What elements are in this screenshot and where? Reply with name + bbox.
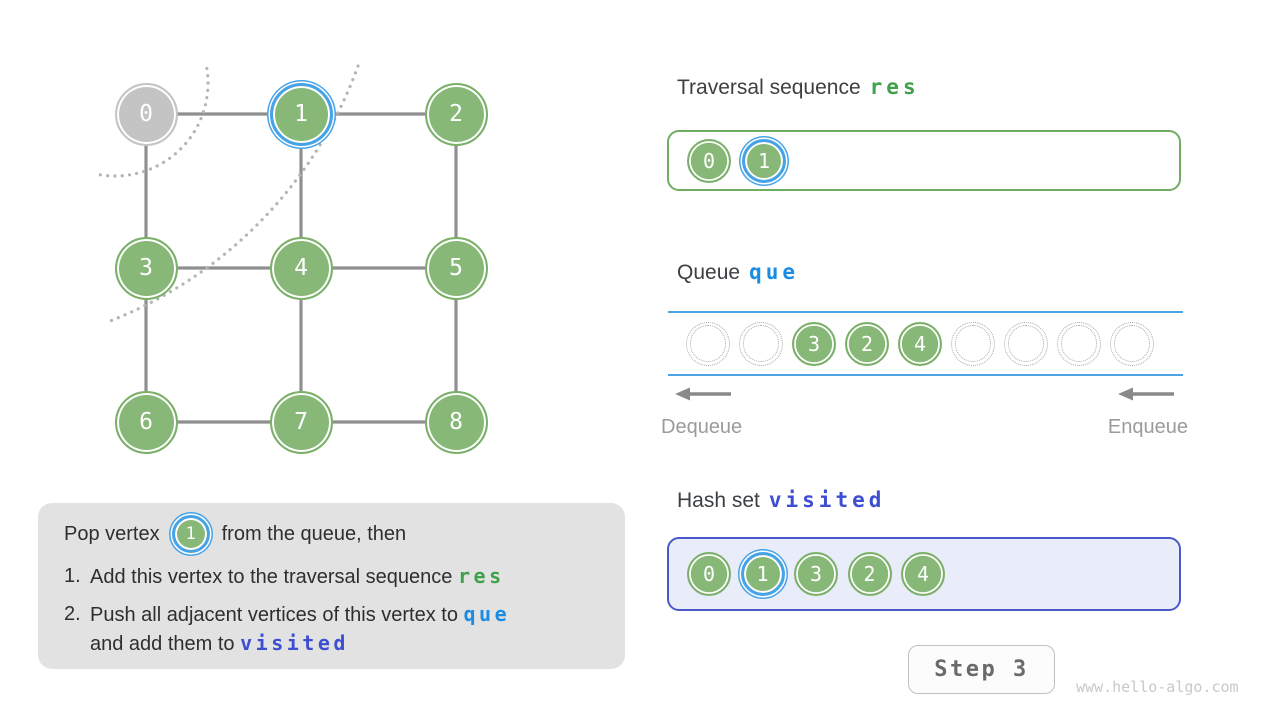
vertex-circle-0: 0: [687, 138, 731, 183]
graph-vertex-2: 2: [424, 82, 488, 146]
explanation-intro-before: Pop vertex: [64, 522, 160, 545]
hash-set-title-text: Hash set: [677, 489, 760, 512]
step-button-label: Step 3: [934, 657, 1029, 682]
graph-vertex-3: 3: [114, 236, 178, 300]
graph-vertex-6: 6: [114, 390, 178, 454]
traversal-title-text: Traversal sequence: [677, 76, 861, 99]
dequeue-label: Dequeue: [661, 416, 743, 438]
queue-title-code: que: [749, 260, 799, 284]
explanation-item: 2. Push all adjacent vertices of this ver…: [64, 600, 607, 658]
bfs-wavefront-arc-1: [97, 66, 210, 178]
explanation-list: 1. Add this vertex to the traversal seque…: [64, 562, 607, 658]
vertex-circle-1: 1: [742, 138, 786, 183]
queue-empty-slot: [686, 321, 730, 366]
vertex-circle-1: 1: [740, 552, 785, 596]
vertex-circle-3: 3: [792, 321, 836, 366]
explanation-item: 1. Add this vertex to the traversal seque…: [64, 562, 607, 591]
vertex-circle-3: 3: [794, 552, 838, 596]
queue-title: Queue que: [677, 259, 799, 286]
queue-title-text: Queue: [677, 261, 741, 284]
step-button[interactable]: Step 3: [908, 645, 1055, 694]
queue-empty-slot: [739, 321, 783, 366]
vertex-chip-label: 1: [185, 524, 196, 544]
explanation-item-text: Push all adjacent vertices of this verte…: [90, 602, 511, 655]
vertex-circle-2: 2: [847, 552, 892, 596]
explanation-box: Pop vertex 1 from the queue, then 1. Add …: [38, 503, 625, 669]
graph-vertex-7: 7: [269, 390, 333, 454]
dequeue-arrow-icon: [675, 387, 731, 401]
traversal-title: Traversal sequence res: [677, 74, 920, 101]
graph-vertex-1: 1: [269, 82, 333, 146]
graph-vertex-4: 4: [269, 236, 333, 300]
bfs-wavefront-arc-2: [103, 64, 360, 325]
graph-vertex-5: 5: [424, 236, 488, 300]
explanation-intro-after: from the queue, then: [221, 522, 407, 545]
graph-vertex-8: 8: [424, 390, 488, 454]
vertex-circle-4: 4: [901, 552, 945, 596]
queue-empty-slot: [951, 321, 995, 366]
vertex-circle-4: 4: [898, 321, 942, 366]
queue-empty-slot: [1057, 321, 1101, 366]
graph-canvas: 0 1 2 3 4 5 6 7 8: [0, 0, 640, 520]
vertex-chip-1: 1: [171, 515, 210, 553]
vertex-circle-0: 0: [687, 552, 731, 596]
hash-set-title-code: visited: [768, 488, 886, 512]
vertex-circle-2: 2: [845, 321, 889, 366]
explanation-intro: Pop vertex 1 from the queue, then: [64, 515, 607, 553]
explanation-item-text: Add this vertex to the traversal sequenc…: [90, 564, 505, 588]
explanation-item-number: 2.: [64, 603, 81, 625]
enqueue-arrow-icon: [1118, 387, 1174, 401]
traversal-title-code: res: [869, 75, 920, 99]
queue-empty-slot: [1004, 321, 1048, 366]
watermark: www.hello-algo.com: [1076, 678, 1239, 696]
graph-vertex-0: 0: [114, 82, 178, 146]
queue-empty-slot: [1110, 321, 1154, 366]
hash-set-title: Hash set visited: [677, 487, 885, 514]
explanation-item-number: 1.: [64, 565, 81, 587]
enqueue-label: Enqueue: [1107, 416, 1188, 438]
